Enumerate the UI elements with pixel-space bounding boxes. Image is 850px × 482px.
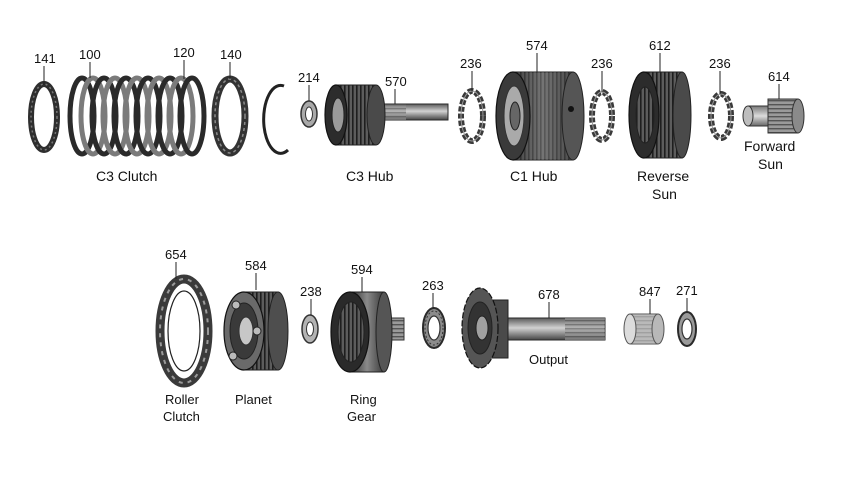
- part-number-678: 678: [538, 287, 560, 302]
- part-number-614: 614: [768, 69, 790, 84]
- part-236-washer-b: [589, 89, 615, 143]
- part-number-140: 140: [220, 47, 242, 62]
- part-number-612: 612: [649, 38, 671, 53]
- caption-ring-gear-line1: Ring: [350, 392, 377, 407]
- caption-forward-sun-line2: Sun: [758, 156, 783, 172]
- part-number-141: 141: [34, 51, 56, 66]
- part-number-236-b: 236: [591, 56, 613, 71]
- part-number-120: 120: [173, 45, 195, 60]
- part-214-washer: [300, 100, 318, 128]
- part-236-washer-a: [458, 88, 486, 144]
- part-number-654: 654: [165, 247, 187, 262]
- part-number-238: 238: [300, 284, 322, 299]
- caption-planet: Planet: [235, 392, 272, 407]
- part-612-reverse-sun: [628, 71, 692, 159]
- caption-reverse-sun-line2: Sun: [652, 186, 677, 202]
- part-678-output-shaft: [461, 287, 606, 369]
- part-number-584: 584: [245, 258, 267, 273]
- part-847-sleeve: [623, 313, 665, 345]
- part-number-236-a: 236: [460, 56, 482, 71]
- part-570-c3-hub: [324, 84, 449, 146]
- part-614-forward-sun: [742, 98, 805, 134]
- caption-c3-hub: C3 Hub: [346, 168, 394, 184]
- leader-lines: [43, 53, 780, 318]
- part-584-planet: [223, 291, 289, 371]
- caption-ring-gear-line2: Gear: [347, 409, 377, 424]
- part-594-ring-gear: [330, 291, 405, 373]
- caption-forward-sun-line1: Forward: [744, 138, 795, 154]
- part-574-c1-hub: [495, 71, 585, 161]
- caption-c1-hub: C1 Hub: [510, 168, 558, 184]
- part-number-594: 594: [351, 262, 373, 277]
- part-number-271: 271: [676, 283, 698, 298]
- caption-roller-clutch-line1: Roller: [165, 392, 200, 407]
- caption-c3-clutch: C3 Clutch: [96, 168, 157, 184]
- caption-reverse-sun-line1: Reverse: [637, 168, 689, 184]
- part-654-roller-clutch: [155, 274, 213, 388]
- part-number-847: 847: [639, 284, 661, 299]
- snap-ring: [262, 83, 290, 155]
- part-number-263: 263: [422, 278, 444, 293]
- part-263-bearing: [422, 307, 446, 349]
- part-238-washer: [301, 314, 319, 344]
- part-number-570: 570: [385, 74, 407, 89]
- c3-clutch-pack: [67, 75, 207, 157]
- part-236-washer-c: [708, 91, 734, 141]
- part-140-plate: [211, 75, 249, 157]
- caption-output: Output: [529, 352, 568, 367]
- part-number-236-c: 236: [709, 56, 731, 71]
- part-number-574: 574: [526, 38, 548, 53]
- part-number-100: 100: [79, 47, 101, 62]
- caption-roller-clutch-line2: Clutch: [163, 409, 200, 424]
- part-141-plate: [28, 81, 60, 153]
- part-271-bearing: [677, 311, 697, 347]
- part-number-214: 214: [298, 70, 320, 85]
